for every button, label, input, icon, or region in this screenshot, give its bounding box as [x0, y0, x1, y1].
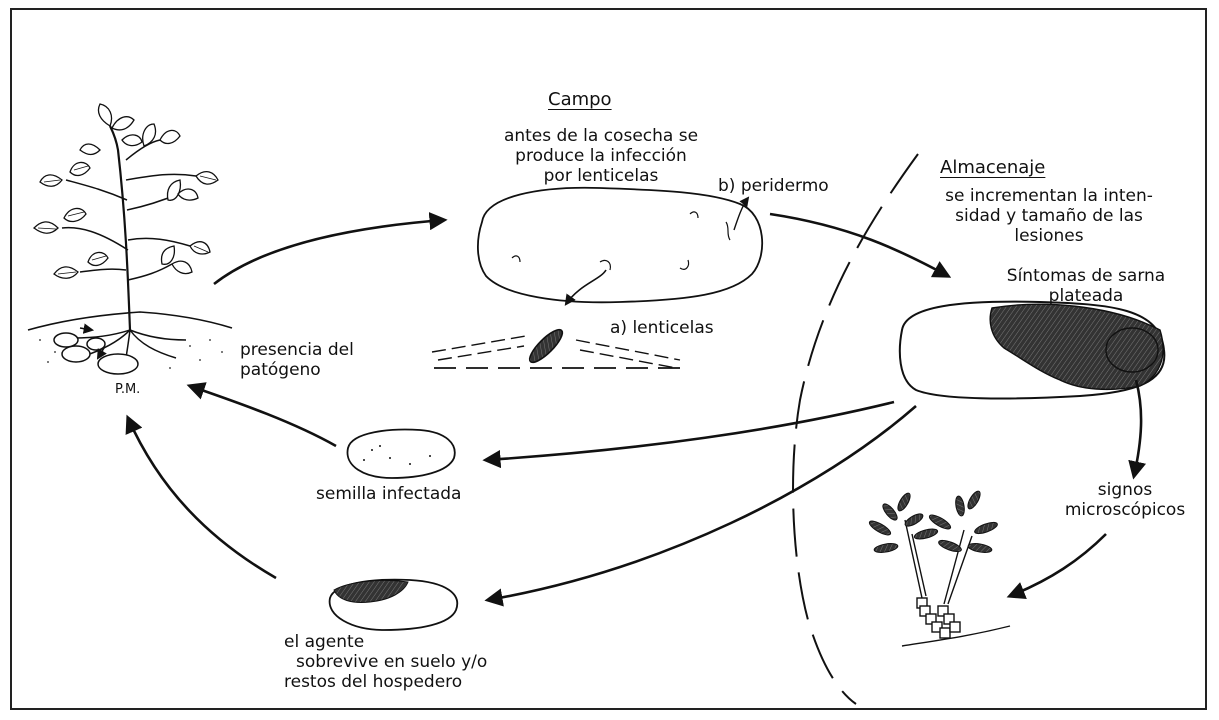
arrow-seed-to-plant — [190, 386, 336, 446]
microscopic-signs-label: signos microscópicos — [1060, 480, 1190, 520]
symptoms-line-2: plateada — [976, 286, 1196, 306]
storage-desc-line-3: lesiones — [914, 226, 1184, 246]
storage-desc-line-2: sidad y tamaño de las — [914, 206, 1184, 226]
survival-line-3: restos del hospedero — [280, 672, 487, 692]
arrow-storage-to-signs — [1134, 380, 1141, 476]
debris-tuber-illustration — [330, 580, 458, 630]
field-storage-boundary — [793, 154, 918, 704]
symptoms-label: Síntomas de sarna plateada — [976, 266, 1196, 306]
conidiophore-illustration — [868, 489, 1010, 646]
field-infection-text: antes de la cosecha se produce la infecc… — [488, 126, 714, 186]
field-infection-line-3: por lenticelas — [488, 166, 714, 186]
lenticels-label: a) lenticelas — [610, 318, 714, 338]
survival-line-1: el agente — [280, 632, 487, 652]
signs-line-1: signos — [1060, 480, 1190, 500]
pathogen-line-1: presencia del — [240, 340, 354, 360]
field-infection-line-2: produce la infección — [488, 146, 714, 166]
arrow-signs-to-conidiophore — [1010, 534, 1106, 596]
arrow-storage-to-debris — [488, 406, 916, 600]
storage-desc-line-1: se incrementan la inten- — [914, 186, 1184, 206]
signs-line-2: microscópicos — [1060, 500, 1190, 520]
storage-description: se incrementan la inten- sidad y tamaño … — [914, 186, 1184, 246]
arrow-plant-to-field — [214, 220, 444, 284]
pathogen-line-2: patógeno — [240, 360, 354, 380]
field-infection-line-1: antes de la cosecha se — [488, 126, 714, 146]
arrow-debris-to-plant — [128, 418, 276, 578]
field-tuber-illustration — [478, 188, 762, 303]
arrow-storage-to-seed — [486, 402, 894, 460]
storage-heading: Almacenaje — [940, 158, 1045, 178]
pathogen-label: presencia del patógeno — [240, 340, 354, 380]
peridermis-label: b) peridermo — [718, 176, 829, 196]
storage-tuber-illustration — [900, 302, 1165, 399]
symptoms-line-1: Síntomas de sarna — [976, 266, 1196, 286]
infected-seed-tuber-illustration — [347, 430, 454, 478]
field-heading: Campo — [548, 90, 612, 110]
pm-label: P.M. — [115, 380, 140, 400]
infected-seed-label: semilla infectada — [316, 484, 461, 504]
survival-line-2: sobrevive en suelo y/o — [280, 652, 487, 672]
potato-plant-illustration — [28, 104, 232, 374]
survival-label: el agente sobrevive en suelo y/o restos … — [280, 632, 487, 692]
